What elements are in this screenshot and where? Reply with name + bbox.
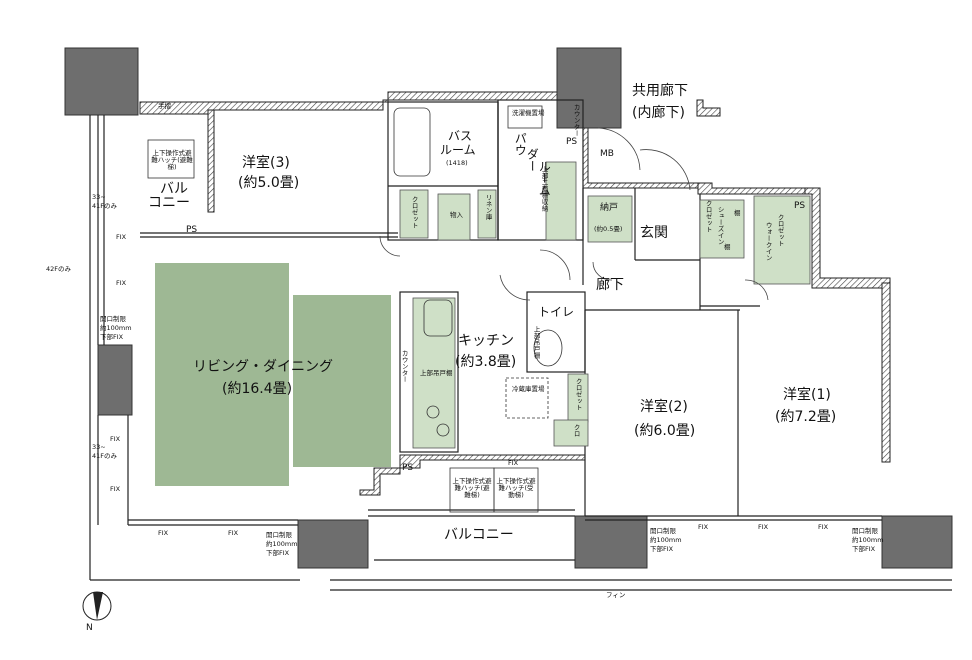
room-kitchen-name: キッチン <box>458 333 514 349</box>
room-living-size: (約16.4畳) <box>222 381 293 397</box>
label-floor-33-top-l2: 41Fのみ <box>92 202 118 210</box>
room-powder-l3: ルーム <box>537 160 552 196</box>
room-kitchen-size: (約3.8畳) <box>455 354 517 370</box>
label-walk-in: ウォークイン <box>764 222 773 261</box>
label-linen: リネン庫 <box>484 194 493 220</box>
label-shelf-1: 棚 <box>734 209 741 217</box>
column-bottom-mid <box>574 515 648 569</box>
label-floor-33-top-l1: 33~ <box>92 193 106 201</box>
label-fix-5: FIX <box>158 529 169 537</box>
label-fix-7: FIX <box>508 459 519 467</box>
room-common-hall-l1: 共用廊下 <box>632 83 688 99</box>
label-open-limit-left-l1: 開口制限 <box>100 315 126 323</box>
room-powder-l2: ダー <box>525 148 540 172</box>
room-entrance: 玄関 <box>640 225 668 241</box>
label-ps-entrance: PS <box>794 201 806 211</box>
label-ps-powder: PS <box>566 137 578 147</box>
label-storage-in: 物入 <box>450 211 463 219</box>
label-open-limit-w2-l2: 約100mm <box>650 536 682 544</box>
room-bath-l1: バス <box>448 129 473 143</box>
label-open-limit-bottom-l1: 開口制限 <box>266 531 292 539</box>
room-storage-name: 納戸 <box>600 203 619 213</box>
room-western3-size: (約5.0畳) <box>238 175 300 191</box>
label-washer: 洗濯機置場 <box>512 109 545 117</box>
room-western3-name: 洋室(3) <box>242 155 290 171</box>
label-closet-bath: クロゼット <box>410 196 419 229</box>
label-fix-9: FIX <box>758 523 769 531</box>
label-upper-cabinet: 上部吊戸棚 <box>420 369 453 377</box>
room-bath-size: (1418) <box>446 159 468 167</box>
label-closet-entrance: クロゼット <box>704 200 713 233</box>
label-open-limit-left-l2: 約100mm <box>100 324 132 332</box>
door-swings <box>379 127 769 301</box>
room-living-name: リビング・ダイニング <box>193 359 333 375</box>
label-closet-w2: クロゼット <box>574 378 583 411</box>
label-open-limit-w1-l2: 約100mm <box>852 536 884 544</box>
room-hallway: 廊下 <box>596 277 624 293</box>
label-floor-33-bottom-l1: 33~ <box>92 443 106 451</box>
column-top-left <box>64 47 139 116</box>
room-toilet: トイレ <box>538 305 575 319</box>
label-fix-2: FIX <box>116 279 127 287</box>
room-western2-size: (約6.0畳) <box>634 423 696 439</box>
label-fin: フィン <box>606 591 626 599</box>
room-western1-size: (約7.2畳) <box>775 409 837 425</box>
column-bottom-left <box>297 519 369 569</box>
room-balcony-small-l2: コニー <box>148 195 190 211</box>
north-arrow-icon <box>82 591 112 621</box>
label-ps-balcony: PS <box>186 225 198 235</box>
label-railing: 手摺 <box>158 102 171 110</box>
label-open-limit-w1-l1: 開口制限 <box>852 527 878 535</box>
label-open-limit-w1-l3: 下部FIX <box>852 545 876 553</box>
living-floor-panel-right <box>293 295 391 467</box>
label-hatch-main-1: 上下操作式避難ハッチ(避難梯) <box>452 477 492 500</box>
label-open-limit-left-l3: 下部FIX <box>100 333 124 341</box>
label-fix-1: FIX <box>116 233 127 241</box>
label-counter-kitchen: カウンター <box>400 350 409 383</box>
living-floor-panel-left <box>155 263 289 486</box>
column-bottom-right <box>881 515 953 569</box>
label-hatch-main-2: 上下操作式避難ハッチ(受動梯) <box>496 477 536 500</box>
label-open-limit-bottom-l2: 約100mm <box>266 540 298 548</box>
label-floor-33-bottom-l2: 41Fのみ <box>92 452 118 460</box>
label-upper-shelf: 上部二面棚収納 <box>540 166 549 212</box>
label-open-limit-bottom-l3: 下部FIX <box>266 549 290 557</box>
label-counter-top: カウンター <box>572 104 581 137</box>
room-common-hall-l2: (内廊下) <box>632 105 685 121</box>
label-open-limit-w2-l3: 下部FIX <box>650 545 674 553</box>
room-storage-size: (約0.5畳) <box>594 225 623 233</box>
label-open-limit-w2-l1: 開口制限 <box>650 527 676 535</box>
label-fix-4: FIX <box>110 485 121 493</box>
label-fix-3: FIX <box>110 435 121 443</box>
room-balcony-small-l1: バル <box>160 181 188 197</box>
room-western1-name: 洋室(1) <box>783 387 831 403</box>
room-balcony-main: バルコニー <box>444 527 514 543</box>
interior-walls <box>89 99 952 591</box>
column-left-mid <box>97 344 133 416</box>
label-fix-10: FIX <box>818 523 829 531</box>
room-bath-l2: ルーム <box>440 143 476 157</box>
label-ps-kitchen: PS <box>402 463 414 473</box>
label-shoe-in: シューズイン <box>716 206 725 245</box>
fixtures <box>147 105 811 513</box>
label-mb: MB <box>600 149 614 159</box>
label-upper-cabinet-toilet: 上部吊戸棚 <box>532 326 541 359</box>
label-closet-short: クロ <box>572 424 581 437</box>
label-fix-6: FIX <box>228 529 239 537</box>
room-powder-l1: パウ <box>513 132 528 156</box>
label-fridge: 冷蔵庫置場 <box>512 385 545 393</box>
column-top-center <box>556 47 622 129</box>
label-closet-walk: クロゼット <box>776 214 785 247</box>
room-western2-name: 洋室(2) <box>640 399 688 415</box>
exterior-walls <box>139 91 891 496</box>
label-fix-8: FIX <box>698 523 709 531</box>
label-floor-42: 42Fのみ <box>46 265 72 273</box>
label-shelf-2: 棚 <box>724 243 731 251</box>
label-north: N <box>86 623 93 633</box>
label-hatch-balcony: 上下操作式避難ハッチ(避難梯) <box>151 149 193 172</box>
